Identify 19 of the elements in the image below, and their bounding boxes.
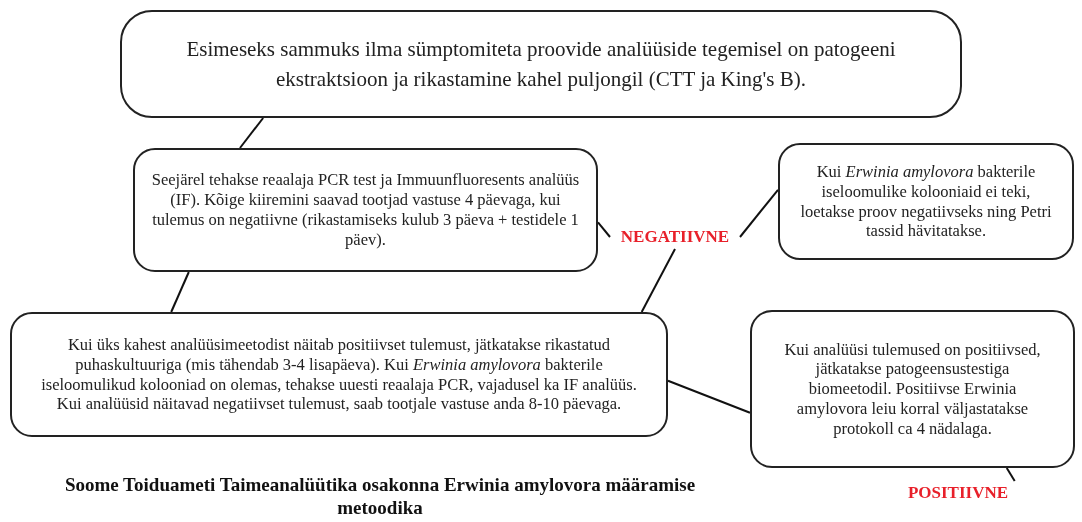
connector-line <box>667 379 751 414</box>
process-box <box>750 310 1075 468</box>
connector-line <box>1005 467 1016 482</box>
connector-line <box>597 221 611 238</box>
box-text: Kui üks kahest analüüsimeetodist näitab positiivset tulemust, jätkatakse rikastatud puhaskultuuriga (mis tähendab 3-4 lisapäeva). Kui Erwinia amylovora bakterile iseloomulikud kolooniad on olemas, tehakse uuesti reaalaja PCR, vajadusel ka IF analüüs. Kui analüüsid näitavad negatiivset tulemust, saab tootjale vastuse anda 8-10 päevaga. <box>40 334 638 415</box>
process-box <box>778 143 1074 260</box>
box-text: Kui analüüsi tulemused on positiivsed, jätkatakse patogeensustestiga biomeetodil. Positiivse Erwinia amylovora leiu korral väljastatakse protokoll ca 4 nädalaga. <box>783 339 1042 439</box>
outcome-label: NEGATIIVNE <box>610 225 740 249</box>
box-text: Kui Erwinia amylovora bakterile iseloomulike kolooniaid ei teki, loetakse proov negatiivseks ning Petri tassid hävitatakse. <box>799 161 1053 242</box>
box-text: Seejärel tehakse reaalaja PCR test ja Immuunfluoresents analüüs (IF). Kõige kiiremini saavad tootjad vastuse 4 päevaga, kui tulemus on negatiivne (rikastamiseks kulub 3 päeva + testidele 1 päev). <box>150 170 581 250</box>
process-box <box>10 312 668 437</box>
caption: Soome Toiduameti Taimeanalüütika osakonna Erwinia amylovora määramise metoodika <box>63 474 697 520</box>
box-text: Esimeseks sammuks ilma sümptomiteta proovide analüüside tegemisel on patogeeni ekstraktsioon ja rikastamine kahel puljongil (CTT ja King's B). <box>185 35 897 93</box>
rounded-box <box>120 10 962 118</box>
process-box <box>133 148 598 272</box>
connector-line <box>170 271 190 313</box>
connector-line <box>238 117 265 149</box>
connector-line <box>640 248 676 313</box>
outcome-label: POSITIIVNE <box>895 481 1021 505</box>
